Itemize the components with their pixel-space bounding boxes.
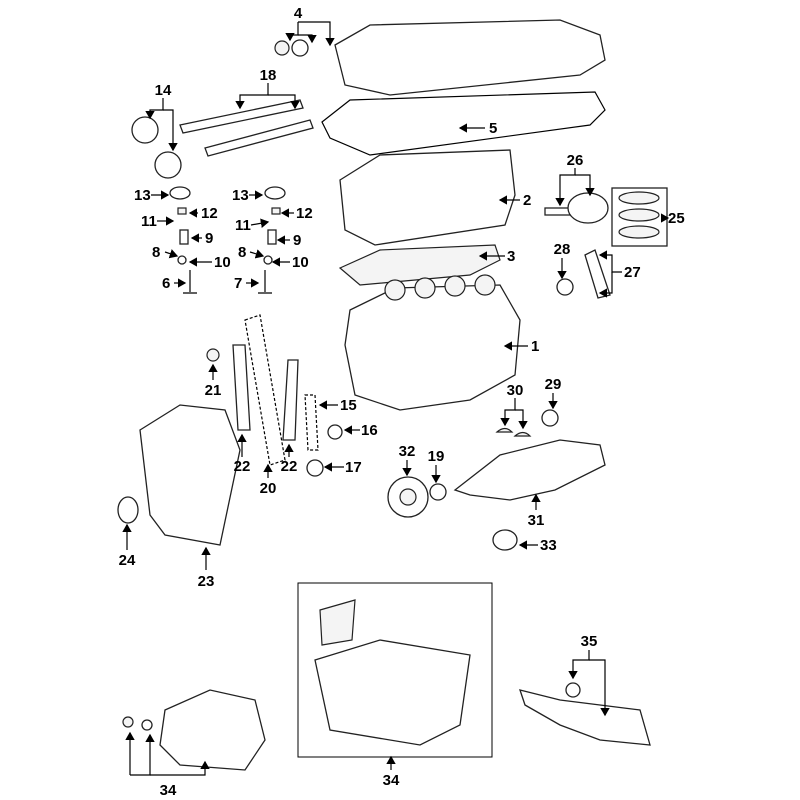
engine-block[interactable] <box>344 274 521 411</box>
callout-28: 28 <box>554 241 571 258</box>
callout-12-right: 12 <box>296 205 313 222</box>
callout-12-left: 12 <box>201 205 218 222</box>
callout-33: 33 <box>540 537 557 554</box>
callout-19: 19 <box>428 448 445 465</box>
callout-24: 24 <box>119 552 136 569</box>
valve-cover[interactable] <box>274 19 606 96</box>
callout-29: 29 <box>545 376 562 393</box>
crankshaft[interactable] <box>387 409 606 551</box>
callout-23: 23 <box>198 573 215 590</box>
callout-14: 14 <box>155 82 172 99</box>
callout-22-left: 22 <box>234 458 251 475</box>
callout-32: 32 <box>399 443 416 460</box>
callout-18: 18 <box>260 67 277 84</box>
callout-16: 16 <box>361 422 378 439</box>
callout-13-right: 13 <box>232 187 249 204</box>
callout-6: 6 <box>162 275 170 292</box>
oil-pickup-tube[interactable] <box>519 682 651 746</box>
callout-34-left: 34 <box>160 782 177 799</box>
callout-8-right: 8 <box>238 244 246 261</box>
leader-lines <box>122 21 622 776</box>
oil-pan-lower[interactable] <box>122 689 266 771</box>
callout-9-left: 9 <box>205 230 213 247</box>
callout-15: 15 <box>340 397 357 414</box>
callout-3: 3 <box>507 248 515 265</box>
callout-4: 4 <box>294 5 303 22</box>
callout-2: 2 <box>523 192 531 209</box>
callout-13-left: 13 <box>134 187 151 204</box>
piston-assembly[interactable] <box>544 187 668 299</box>
callout-labels: 4 18 14 5 26 2 25 13 12 11 9 8 10 6 13 1… <box>119 5 685 799</box>
callout-11-left: 11 <box>141 213 157 230</box>
callout-31: 31 <box>528 512 545 529</box>
callout-10-left: 10 <box>214 254 231 271</box>
oil-pan-upper[interactable] <box>314 599 471 746</box>
callout-26: 26 <box>567 152 584 169</box>
callout-9-right: 9 <box>293 232 301 249</box>
cam-phasers[interactable] <box>131 116 182 179</box>
callout-11-right: 11 <box>235 217 251 234</box>
callout-34-center: 34 <box>383 772 400 789</box>
timing-chain[interactable] <box>206 314 343 477</box>
callout-22-right: 22 <box>281 458 298 475</box>
callout-8-left: 8 <box>152 244 160 261</box>
callout-17: 17 <box>345 459 362 476</box>
callout-5: 5 <box>489 120 497 137</box>
callout-25: 25 <box>668 210 685 227</box>
callout-10-right: 10 <box>292 254 309 271</box>
callout-21: 21 <box>205 382 222 399</box>
camshafts[interactable] <box>179 99 314 157</box>
cylinder-head[interactable] <box>339 149 516 246</box>
callout-27: 27 <box>624 264 641 281</box>
head-gasket[interactable] <box>338 244 501 286</box>
callout-35: 35 <box>581 633 598 650</box>
callout-30: 30 <box>507 382 524 399</box>
callout-1: 1 <box>531 338 539 355</box>
valve-train-left[interactable] <box>169 186 197 294</box>
callout-7: 7 <box>234 275 242 292</box>
valve-cover-gasket[interactable] <box>321 91 606 156</box>
callout-20: 20 <box>260 480 277 497</box>
timing-cover[interactable] <box>117 404 241 546</box>
